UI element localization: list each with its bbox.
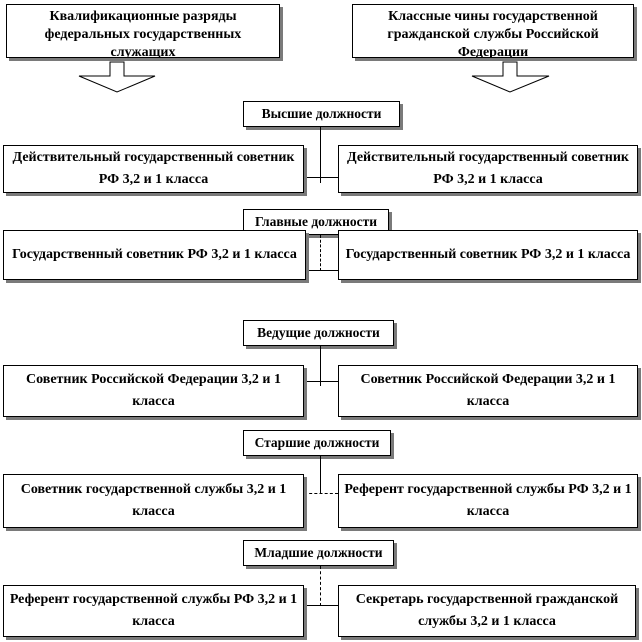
- down-arrow-right: [471, 61, 550, 93]
- left-label: Советник Российской Федерации 3,2 и 1 кл…: [26, 372, 281, 409]
- level-title-senior: Старшие должности: [243, 430, 391, 456]
- left-box-senior: Советник государственной службы 3,2 и 1 …: [3, 474, 304, 528]
- left-box-highest: Действительный государственный советник …: [3, 145, 304, 193]
- level-title-junior: Младшие должности: [243, 540, 394, 566]
- level-title-highest: Высшие должности: [243, 101, 400, 127]
- right-label: Секретарь государственной гражданской сл…: [355, 592, 619, 629]
- left-label: Референт государственной службы РФ 3,2 и…: [9, 592, 298, 629]
- right-box-main: Государственный советник РФ 3,2 и 1 клас…: [338, 230, 638, 280]
- connector-vertical: [320, 127, 321, 183]
- right-label: Советник Российской Федерации 3,2 и 1 кл…: [360, 372, 616, 409]
- right-label: Государственный советник РФ 3,2 и 1 клас…: [345, 247, 631, 262]
- connector-vertical-dashed: [320, 235, 321, 271]
- connector-horizontal: [304, 605, 338, 606]
- level-title-leading: Ведущие должности: [243, 320, 394, 346]
- connector-horizontal: [304, 381, 338, 382]
- header-box-qualification-ranks: Квалификационные разряды федеральных гос…: [6, 4, 280, 58]
- left-box-leading: Советник Российской Федерации 3,2 и 1 кл…: [3, 365, 304, 417]
- left-box-main: Государственный советник РФ 3,2 и 1 клас…: [3, 230, 306, 280]
- left-box-junior: Референт государственной службы РФ 3,2 и…: [3, 585, 304, 637]
- header-label-class-ranks: Классные чины государственной гражданско…: [387, 9, 599, 58]
- level-title-label: Главные должности: [254, 214, 378, 229]
- level-title-label: Старшие должности: [254, 435, 380, 450]
- connector-horizontal-dashed: [304, 493, 338, 494]
- right-box-junior: Секретарь государственной гражданской сл…: [338, 585, 636, 637]
- connector-vertical-dashed: [320, 566, 321, 606]
- level-title-label: Младшие должности: [254, 545, 383, 560]
- connector-vertical: [320, 346, 321, 386]
- header-box-class-ranks: Классные чины государственной гражданско…: [352, 4, 634, 58]
- header-label-qualification-ranks: Квалификационные разряды федеральных гос…: [44, 9, 242, 58]
- level-title-label: Высшие должности: [261, 106, 382, 121]
- left-label: Государственный советник РФ 3,2 и 1 клас…: [12, 247, 297, 262]
- right-label: Референт государственной службы РФ 3,2 и…: [344, 482, 632, 519]
- connector-horizontal: [304, 177, 338, 178]
- down-arrow-left: [78, 61, 156, 93]
- right-box-highest: Действительный государственный советник …: [338, 145, 638, 193]
- level-title-label: Ведущие должности: [257, 325, 380, 340]
- right-box-leading: Советник Российской Федерации 3,2 и 1 кл…: [338, 365, 638, 417]
- left-label: Советник государственной службы 3,2 и 1 …: [20, 482, 287, 519]
- connector-horizontal: [306, 270, 338, 271]
- connector-vertical: [320, 456, 321, 494]
- left-label: Действительный государственный советник …: [12, 150, 295, 187]
- right-box-senior: Референт государственной службы РФ 3,2 и…: [338, 474, 638, 528]
- right-label: Действительный государственный советник …: [347, 150, 629, 187]
